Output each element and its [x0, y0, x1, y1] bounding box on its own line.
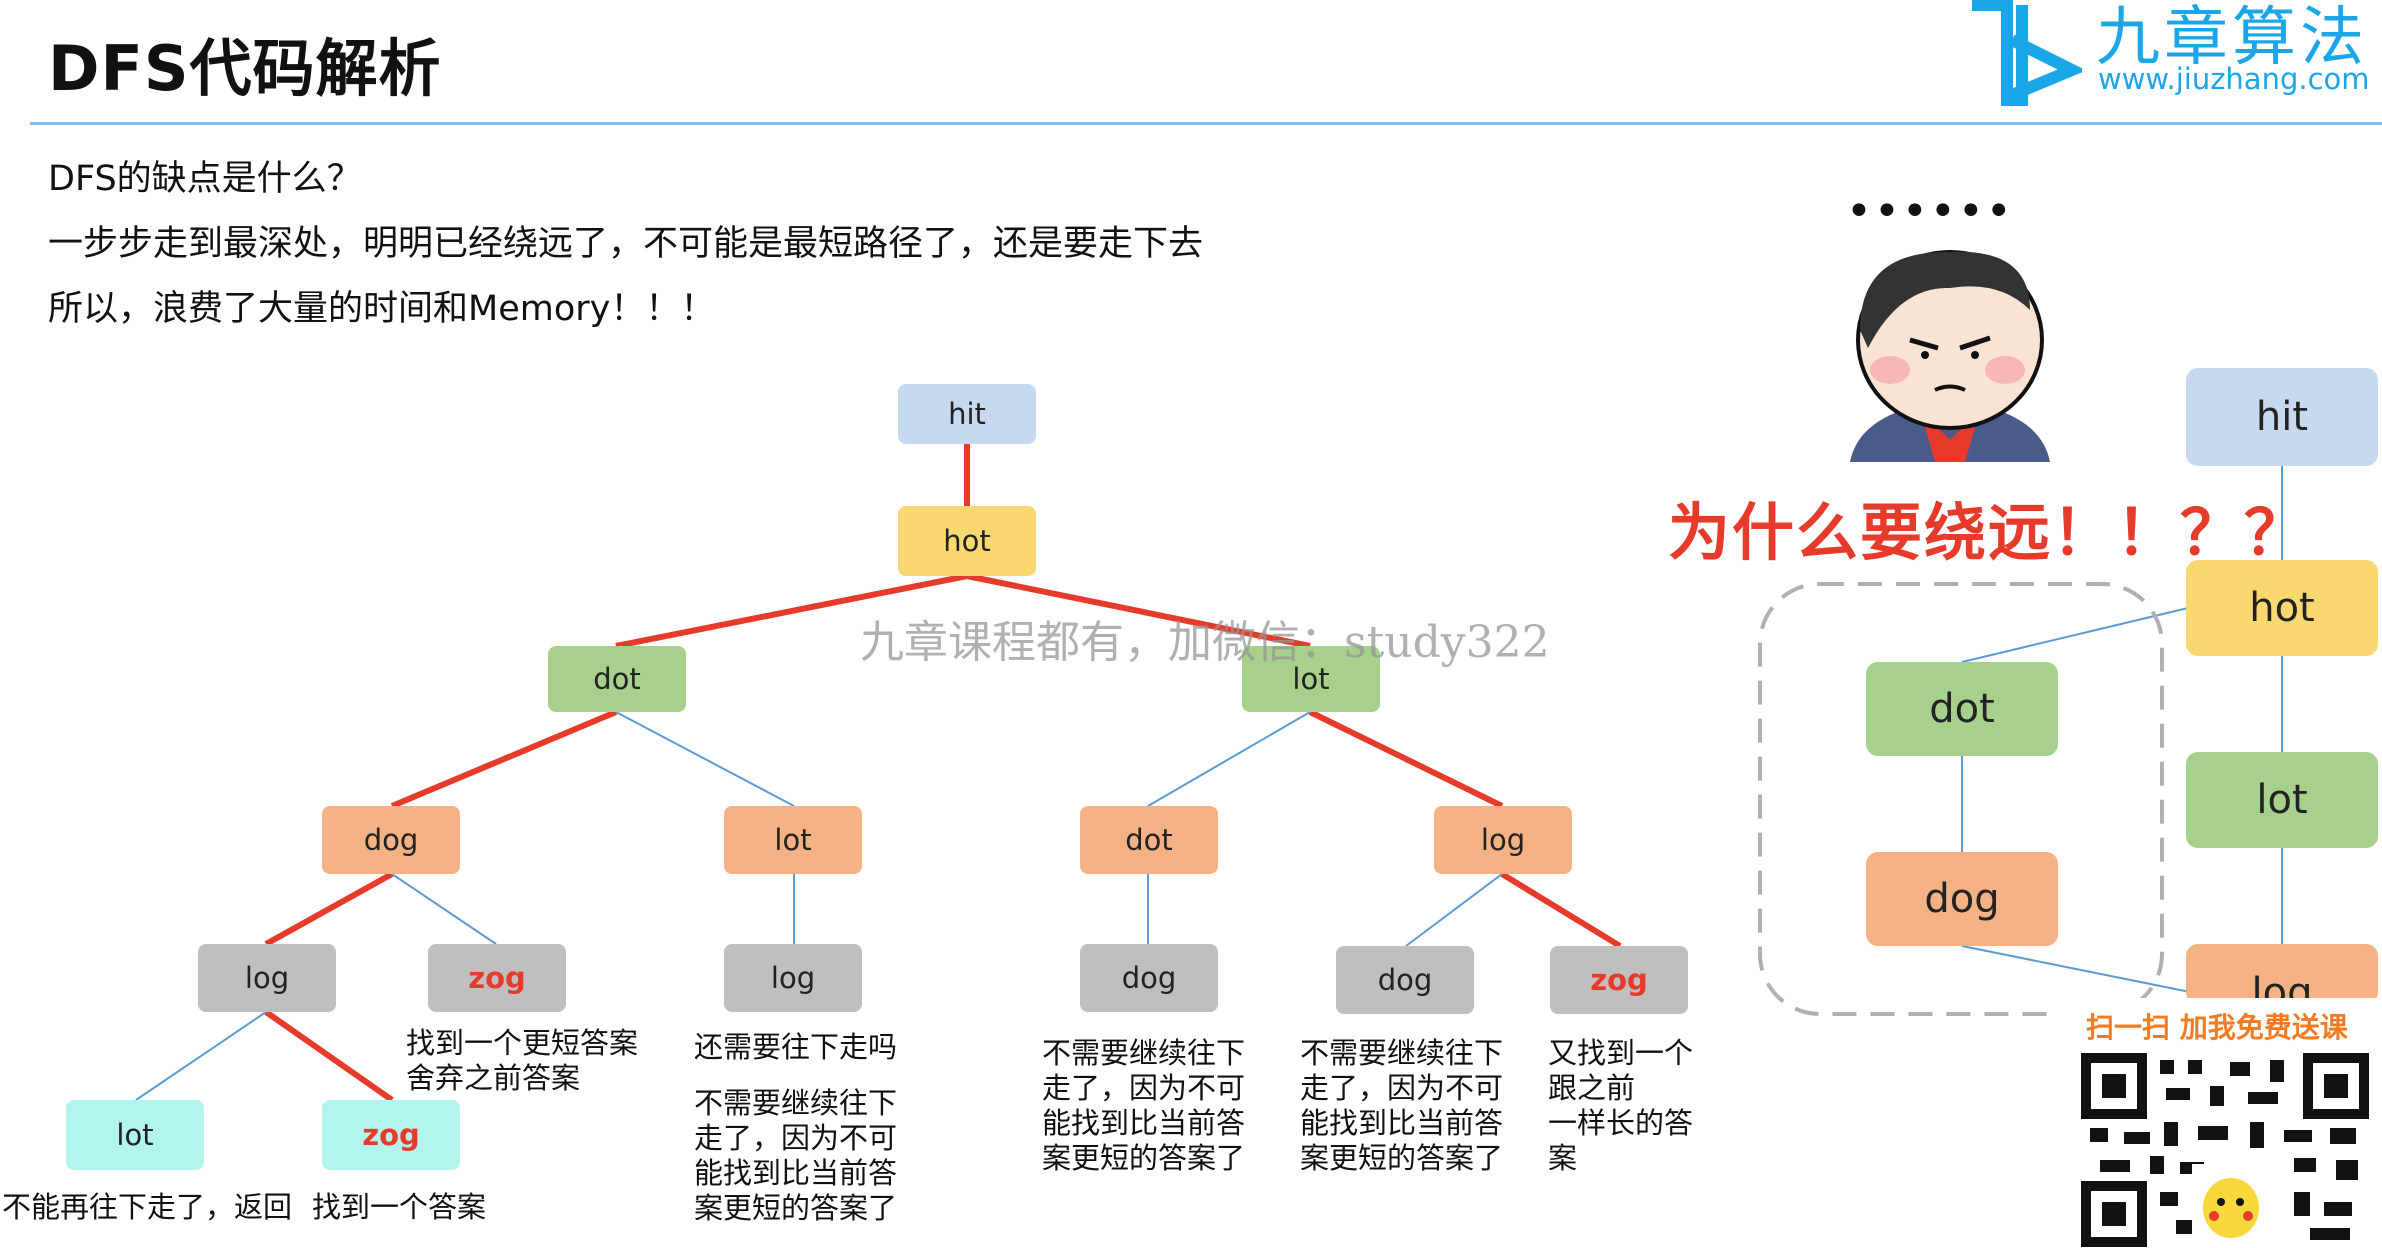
edge-lot-dot [1147, 711, 1311, 807]
note-zog-1: 找到一个更短答案 舍弃之前答案 [406, 1026, 639, 1095]
side-node-hit: hit [2186, 368, 2378, 466]
side-node-dot: dot [1866, 662, 2058, 756]
edge-log-dog-3 [1405, 873, 1503, 947]
node-hot: hot [898, 506, 1036, 576]
brand-logo-icon [1972, 0, 2082, 106]
watermark: 九章课程都有，加微信：study322 [860, 617, 1550, 668]
scan-promo-text: 扫一扫 加我免费送课 [2086, 1011, 2348, 1044]
note-log-2-answer: 不需要继续往下 走了，因为不可 能找到比当前答 案更短的答案了 [694, 1086, 898, 1225]
edge-dot-lot [615, 711, 795, 807]
edge-log-zog [264, 1009, 394, 1103]
side-node-log: log [2186, 944, 2378, 1004]
note-dog-3: 不需要继续往下 走了，因为不可 能找到比当前答 案更短的答案了 [1300, 1036, 1504, 1175]
node-log-2: log [724, 944, 862, 1012]
edge-dog-log [264, 871, 394, 947]
side-node-lot: lot [2186, 752, 2378, 848]
edge-dot-dog [390, 709, 618, 809]
intro-reason: 一步步走到最深处，明明已经绕远了，不可能是最短路径了，还是要走下去 [48, 224, 1204, 264]
note-lot-3: 不能再往下走了，返回 [2, 1190, 293, 1224]
edge-log-zog-right [1500, 871, 1622, 949]
edge-lot-log [1308, 709, 1504, 809]
title-divider [30, 122, 2382, 125]
node-zog-1: zog [428, 944, 566, 1012]
brand-logo-text: 九章算法 [2096, 1, 2368, 75]
node-lot-2: lot [724, 806, 862, 874]
node-dog-2: dog [1080, 944, 1218, 1012]
node-log: log [1434, 806, 1572, 874]
node-dog: dog [322, 806, 460, 874]
page-title: DFS代码解析 [48, 32, 442, 105]
edge-dog-zog [391, 873, 497, 945]
node-log-left: log [198, 944, 336, 1012]
note-dog-2: 不需要继续往下 走了，因为不可 能找到比当前答 案更短的答案了 [1042, 1036, 1246, 1175]
side-node-hot: hot [2186, 560, 2378, 656]
edge-hot-lot [966, 573, 1311, 649]
qr-code[interactable] [2080, 1052, 2370, 1248]
node-hit: hit [898, 384, 1036, 444]
side-edge-hot-dot [1961, 607, 2189, 663]
angry-face-meme-illustration [1850, 250, 2050, 462]
node-dog-3: dog [1336, 946, 1474, 1014]
node-lot: lot [1242, 646, 1380, 712]
node-zog-3: zog [322, 1100, 460, 1170]
brand-url: www.jiuzhang.com [2098, 62, 2370, 96]
side-edge-dog-log [1961, 945, 2191, 993]
node-zog-2: zog [1550, 946, 1688, 1014]
intro-question: DFS的缺点是什么？ [48, 159, 362, 199]
node-dot: dot [548, 646, 686, 712]
side-node-dog: dog [1866, 852, 2058, 946]
note-zog-2: 又找到一个 跟之前 一样长的答 案 [1548, 1036, 1694, 1175]
node-dot-2: dot [1080, 806, 1218, 874]
note-zog-3: 找到一个答案 [312, 1190, 487, 1224]
edge-log-lot [135, 1011, 267, 1101]
ellipsis-dots: •••••• [1846, 186, 2014, 237]
note-log-2-question: 还需要往下走吗 [694, 1030, 898, 1064]
edge-hot-dot [615, 573, 968, 649]
intro-conclusion: 所以，浪费了大量的时间和Memory！！！ [48, 289, 716, 329]
why-detour-caption: 为什么要绕远！！？？ [1668, 496, 2309, 569]
detour-dashed-box [1758, 582, 2164, 1016]
node-lot-3: lot [66, 1100, 204, 1170]
